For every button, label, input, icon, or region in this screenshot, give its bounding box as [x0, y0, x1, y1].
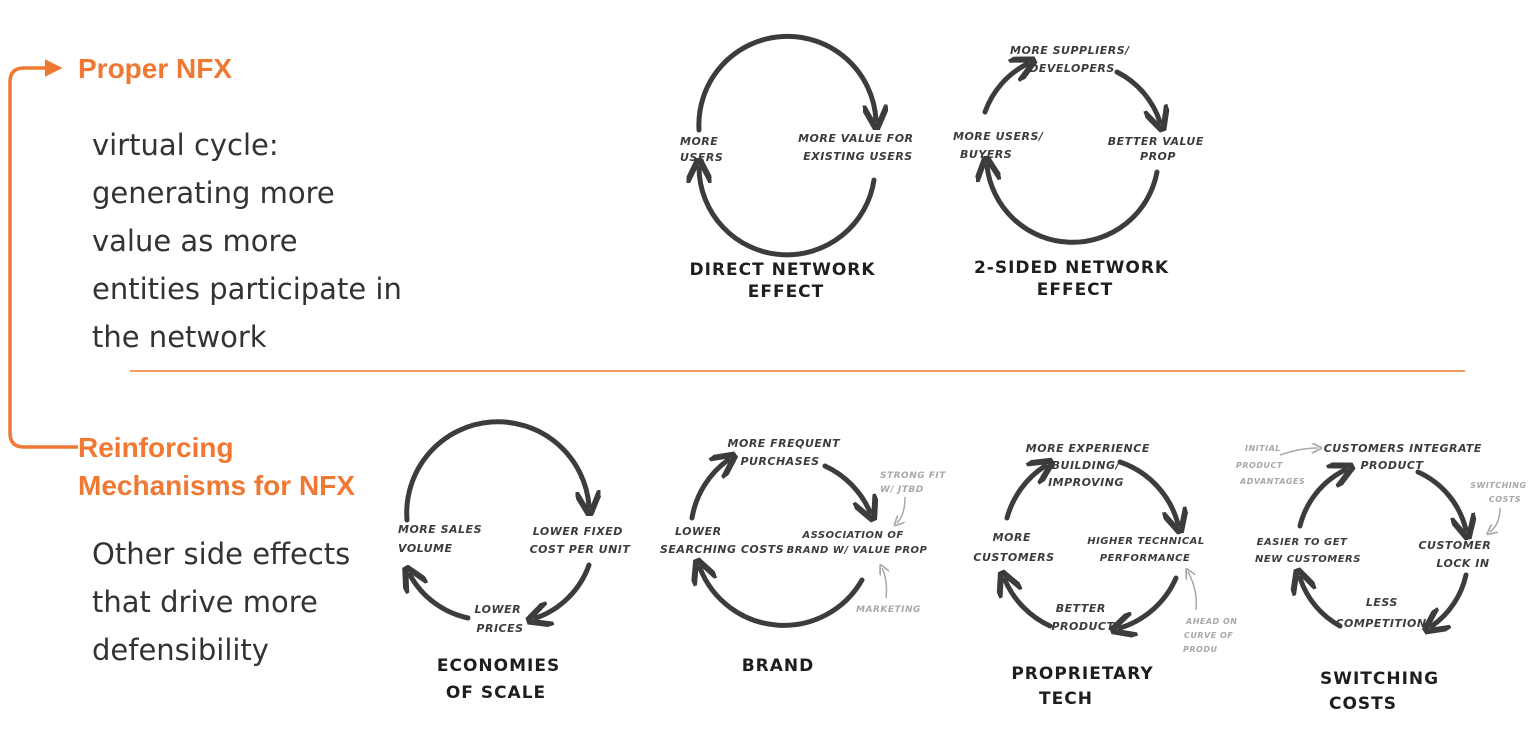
cycle-brand: MORE FREQUENT PURCHASES ASSOCIATION OF B… — [660, 437, 950, 676]
annotation-arrow — [897, 496, 906, 523]
reinforcing-title-line: Mechanisms for NFX — [78, 470, 355, 501]
node-label: MORE SALES VOLUME — [398, 523, 486, 555]
cycle-title: DIRECT NETWORK EFFECT — [690, 260, 883, 302]
reinforcing-title-line: Reinforcing — [78, 432, 234, 463]
node-label: LOWER PRICES — [475, 603, 526, 635]
cycle-title: ECONOMIES OF SCALE — [437, 656, 567, 703]
cycle-arrow — [1300, 578, 1343, 629]
bracket-arrow — [8, 59, 78, 449]
annotation-arrow — [1490, 507, 1501, 532]
node-label: BETTER VALUE PROP — [1108, 135, 1208, 163]
proper-nfx-line: value as more — [92, 224, 298, 258]
cycle-arrow — [982, 64, 1027, 115]
proper-nfx-line: generating more — [92, 176, 335, 210]
annotation-note: INITIAL PRODUCT ADVANTAGES — [1236, 444, 1305, 486]
node-label: BETTER PRODUCT — [1051, 602, 1115, 633]
node-label: EASIER TO GET NEW CUSTOMERS — [1255, 537, 1361, 565]
reinforcing-line: Other side effects — [92, 537, 351, 571]
proper-nfx-line: the network — [92, 320, 267, 354]
cycle-arrow — [1005, 580, 1053, 629]
cycle-direct-network-effect: MORE USERS MORE VALUE FOR EXISTING USERS… — [680, 33, 918, 302]
node-label: MORE EXPERIENCE BUILDING/ IMPROVING — [1026, 442, 1154, 489]
reinforcing-line: that drive more — [92, 585, 318, 619]
node-label: LOWER SEARCHING COSTS — [660, 525, 784, 556]
cycle-arrow — [1432, 572, 1469, 626]
annotation-note: SWITCHING COSTS — [1470, 481, 1530, 504]
proper-nfx-line: entities participate in — [92, 272, 402, 306]
reinforcing-mechanisms-description: Other side effects that drive more defen… — [92, 530, 350, 674]
cycle-arrow — [696, 33, 876, 133]
node-label: MORE USERS — [680, 135, 723, 164]
reinforcing-mechanisms-title: Reinforcing Mechanisms for NFX — [78, 429, 355, 505]
annotation-arrow — [1188, 572, 1198, 611]
cycle-title: SWITCHING COSTS — [1320, 669, 1446, 714]
node-label: MORE VALUE FOR EXISTING USERS — [798, 132, 918, 163]
cycle-title: PROPRIETARY TECH — [1011, 664, 1160, 709]
annotation-arrow — [882, 568, 887, 599]
cycle-arrow — [689, 460, 728, 521]
node-label: LOWER FIXED COST PER UNIT — [530, 525, 632, 556]
cycle-arrow — [1117, 459, 1178, 524]
cycle-title: BRAND — [742, 656, 815, 676]
proper-nfx-title: Proper NFX — [78, 53, 233, 84]
node-label: MORE USERS/ BUYERS — [953, 130, 1048, 161]
node-label: LESS COMPETITION — [1335, 596, 1426, 630]
cycle-arrow — [1415, 469, 1466, 530]
annotation-note: AHEAD ON CURVE OF PRODU — [1183, 617, 1241, 654]
cycle-two-sided-network-effect: MORE SUPPLIERS/ DEVELOPERS BETTER VALUE … — [953, 44, 1208, 300]
node-label: MORE FREQUENT PURCHASES — [728, 437, 845, 468]
cycle-arrow — [1114, 69, 1160, 122]
annotation-note: MARKETING — [856, 605, 921, 615]
cycle-arrow — [404, 419, 589, 523]
proper-nfx-description: virtual cycle: generating more value as … — [92, 121, 402, 361]
node-label: CUSTOMERS INTEGRATE PRODUCT — [1324, 442, 1487, 472]
node-label: HIGHER TECHNICAL PERFORMANCE — [1087, 536, 1209, 564]
cycle-economies-of-scale: MORE SALES VOLUME LOWER FIXED COST PER U… — [398, 419, 632, 703]
cycle-arrow — [1004, 466, 1045, 521]
cycle-arrow — [987, 166, 1160, 245]
cycle-arrow — [699, 168, 877, 258]
cycle-arrow — [700, 568, 865, 628]
cycle-arrow — [822, 463, 870, 512]
node-label: ASSOCIATION OF BRAND W/ VALUE PROP — [787, 530, 928, 556]
cycle-arrow — [410, 575, 471, 621]
annotation-note: STRONG FIT W/ JTBD — [880, 471, 950, 495]
cycle-proprietary-tech: MORE EXPERIENCE BUILDING/ IMPROVING HIGH… — [973, 442, 1241, 709]
cycle-arrow — [1297, 470, 1345, 529]
proper-nfx-line: virtual cycle: — [92, 128, 279, 162]
cycle-title: 2-SIDED NETWORK EFFECT — [974, 258, 1176, 300]
cycle-switching-costs: CUSTOMERS INTEGRATE PRODUCT CUSTOMER LOC… — [1236, 442, 1530, 714]
cycle-arrow — [1120, 575, 1179, 628]
node-label: MORE SUPPLIERS/ DEVELOPERS — [1010, 44, 1134, 75]
node-label: CUSTOMER LOCK IN — [1418, 539, 1495, 570]
node-label: MORE CUSTOMERS — [973, 531, 1054, 564]
annotation-arrow — [1279, 448, 1318, 456]
cycle-arrow — [536, 562, 592, 618]
reinforcing-line: defensibility — [92, 633, 269, 667]
